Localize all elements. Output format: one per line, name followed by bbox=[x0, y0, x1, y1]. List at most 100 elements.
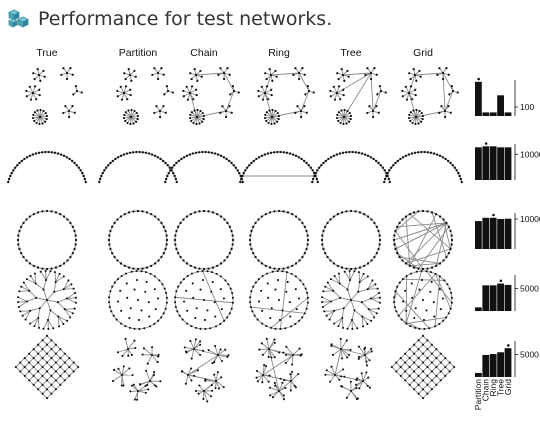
network-node bbox=[343, 108, 346, 112]
network-node bbox=[365, 360, 368, 363]
network-node bbox=[329, 156, 333, 159]
network-node bbox=[336, 264, 339, 267]
network-node bbox=[357, 271, 361, 274]
network-node bbox=[345, 339, 348, 342]
network-node bbox=[378, 291, 381, 295]
network-node bbox=[157, 355, 160, 358]
network-edge bbox=[333, 317, 343, 324]
network-edge bbox=[321, 296, 332, 302]
network-node bbox=[190, 272, 193, 275]
network-node bbox=[209, 395, 213, 398]
network-node bbox=[374, 283, 377, 286]
network-node bbox=[405, 322, 408, 325]
network-node bbox=[345, 267, 348, 270]
network-node bbox=[177, 159, 181, 163]
network-node bbox=[175, 247, 178, 251]
network-node bbox=[261, 322, 264, 325]
network-node bbox=[282, 398, 285, 401]
network-edge bbox=[19, 366, 26, 372]
network-node bbox=[267, 98, 270, 101]
network-node bbox=[126, 98, 129, 101]
network-node bbox=[238, 171, 241, 175]
network-node bbox=[173, 164, 176, 167]
network-node bbox=[373, 255, 376, 259]
network-edge bbox=[55, 362, 61, 368]
network-node bbox=[219, 275, 222, 278]
network-node bbox=[39, 108, 42, 112]
network-node bbox=[363, 264, 366, 267]
network-node bbox=[377, 247, 380, 251]
category-label: Chain bbox=[481, 379, 491, 401]
network-node bbox=[222, 297, 225, 300]
network-edge bbox=[361, 298, 372, 303]
network-node bbox=[191, 282, 194, 285]
network-node bbox=[219, 111, 222, 115]
bar-panel-3: 10000 bbox=[475, 213, 540, 249]
network-edge bbox=[35, 283, 44, 290]
bar bbox=[475, 372, 482, 377]
network-node bbox=[23, 357, 26, 360]
network-node bbox=[177, 225, 180, 228]
network-edge bbox=[436, 353, 442, 359]
network-node bbox=[32, 357, 35, 360]
network-node bbox=[345, 210, 348, 213]
network-node bbox=[151, 73, 154, 77]
network-node bbox=[398, 255, 401, 259]
network-node bbox=[445, 255, 448, 259]
network-node bbox=[303, 225, 306, 228]
network-node bbox=[202, 209, 206, 213]
network-node bbox=[37, 326, 41, 329]
network-edge bbox=[409, 263, 441, 267]
network-r2-grid bbox=[383, 150, 463, 184]
network-edge bbox=[350, 291, 359, 301]
network-node bbox=[63, 379, 66, 382]
network-node bbox=[251, 310, 254, 313]
network-node bbox=[133, 398, 136, 401]
network-node bbox=[206, 400, 209, 403]
network-node bbox=[399, 365, 402, 369]
network-node bbox=[389, 166, 393, 169]
network-node bbox=[340, 375, 343, 378]
network-node bbox=[357, 357, 360, 360]
network-node bbox=[127, 68, 130, 71]
network-node bbox=[330, 300, 333, 303]
network-node bbox=[248, 238, 252, 242]
network-edge bbox=[278, 390, 285, 400]
network-node bbox=[396, 225, 399, 228]
network-node bbox=[275, 75, 278, 78]
network-edge bbox=[396, 252, 419, 270]
network-node bbox=[332, 262, 336, 265]
network-edge bbox=[33, 116, 41, 122]
network-edge bbox=[340, 348, 350, 356]
network-edge bbox=[443, 219, 452, 250]
network-node bbox=[194, 326, 198, 329]
network-edge bbox=[405, 86, 410, 94]
network-node bbox=[135, 150, 138, 154]
network-node bbox=[53, 151, 57, 154]
network-node bbox=[290, 272, 293, 275]
network-node bbox=[124, 337, 127, 340]
network-node bbox=[299, 109, 303, 113]
network-node bbox=[337, 77, 340, 81]
network-node bbox=[404, 370, 407, 373]
bar bbox=[475, 221, 482, 249]
network-node bbox=[18, 229, 21, 233]
network-edge bbox=[391, 362, 397, 368]
network-node bbox=[294, 275, 297, 278]
network-node bbox=[257, 278, 260, 281]
network-node bbox=[285, 271, 289, 274]
network-node bbox=[45, 379, 49, 382]
network-edge bbox=[343, 72, 372, 118]
network-edge bbox=[37, 357, 43, 363]
network-node bbox=[129, 115, 133, 119]
network-edge bbox=[402, 278, 445, 281]
network-node bbox=[265, 272, 268, 275]
network-edge bbox=[400, 353, 406, 359]
network-node bbox=[169, 169, 172, 172]
network-node bbox=[108, 305, 111, 309]
network-node bbox=[369, 297, 372, 300]
network-node bbox=[138, 327, 141, 331]
network-node bbox=[202, 389, 206, 393]
network-node bbox=[453, 365, 456, 369]
network-edge bbox=[63, 288, 74, 290]
